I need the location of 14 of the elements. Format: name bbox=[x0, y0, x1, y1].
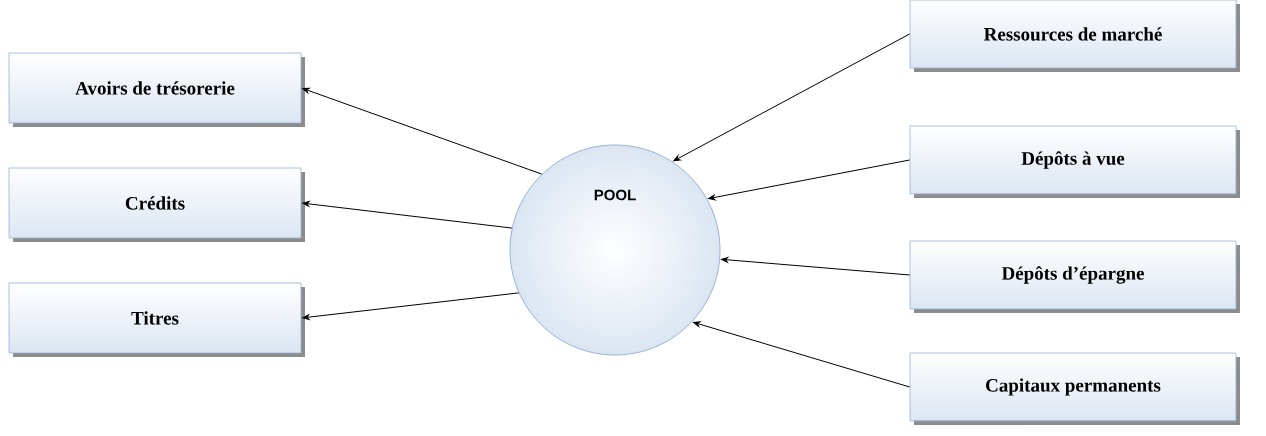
arrow bbox=[693, 321, 911, 388]
category-box: Ressources de marché bbox=[909, 0, 1240, 72]
arrow bbox=[708, 159, 911, 201]
arrow bbox=[302, 201, 513, 229]
category-box: Avoirs de trésorerie bbox=[8, 52, 305, 127]
arrow bbox=[302, 292, 520, 320]
category-box: Crédits bbox=[8, 167, 305, 242]
category-box: Dépôts à vue bbox=[909, 125, 1240, 198]
arrow bbox=[302, 87, 543, 175]
arrow bbox=[673, 33, 911, 162]
arrow bbox=[721, 256, 911, 276]
category-box: Titres bbox=[8, 282, 305, 357]
category-box: Capitaux permanents bbox=[909, 352, 1240, 425]
category-box: Dépôts d’épargne bbox=[909, 240, 1240, 313]
